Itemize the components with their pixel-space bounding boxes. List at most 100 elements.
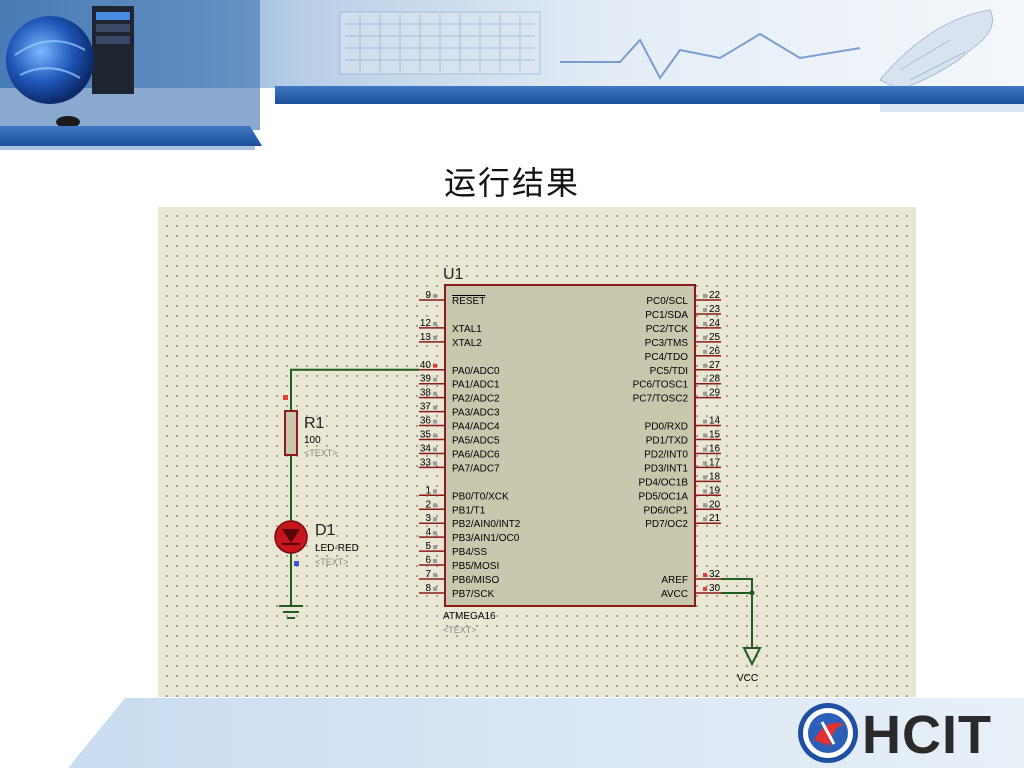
pin-label: PC6/TOSC1 <box>633 380 689 391</box>
pin-label: PC4/TDO <box>645 352 689 363</box>
pin-state-marker <box>433 573 437 577</box>
pin-state-marker <box>703 475 707 480</box>
pin-label: PD7/OC2 <box>645 519 688 530</box>
pin-state-marker <box>433 294 437 298</box>
pulse-line-icon <box>560 32 861 80</box>
vcc-arrow <box>742 647 762 667</box>
pin-label: PB3/AIN1/OC0 <box>452 533 520 544</box>
pin-number: 28 <box>709 374 721 385</box>
pin-state-marker <box>433 405 437 410</box>
pin-number: 4 <box>425 527 431 538</box>
led-arrow <box>282 529 300 543</box>
pin-state-marker <box>703 419 707 424</box>
pin-state-marker <box>703 586 707 591</box>
pin-number: 36 <box>420 416 432 427</box>
pin-state-marker <box>283 395 288 400</box>
pin-number: 26 <box>709 346 721 357</box>
pin-number: 14 <box>709 416 721 427</box>
pin-label: RESET <box>452 296 485 307</box>
pin-number: 12 <box>420 318 432 329</box>
pin-state-marker <box>433 377 437 382</box>
mcu-u1[interactable]: U1ATMEGA16<TEXT>9RESET12XTAL113XTAL240PA… <box>419 266 721 635</box>
pin-label: PC0/SCL <box>646 296 688 307</box>
pin-label: PD2/INT0 <box>644 449 688 460</box>
pin-state-marker <box>433 335 437 340</box>
pin-state-marker <box>433 321 437 326</box>
pin-label: PD6/ICP1 <box>644 505 689 516</box>
pin-number: 2 <box>425 499 431 510</box>
vcc-power-symbol[interactable]: VCC <box>737 647 762 684</box>
pin-state-marker <box>433 545 437 550</box>
pin-label: PA5/ADC5 <box>452 436 500 447</box>
pin-state-marker <box>433 363 437 368</box>
pin-state-marker <box>433 517 437 522</box>
pin-label: AREF <box>661 575 688 586</box>
pin-label: PB2/AIN0/INT2 <box>452 519 521 530</box>
pin-label: PB6/MISO <box>452 575 499 586</box>
pin-label: PD5/OC1A <box>639 491 689 502</box>
pin-state-marker <box>433 503 437 508</box>
pin-label: PB1/T1 <box>452 505 486 516</box>
pin-state-marker <box>703 391 707 396</box>
pin-label: PC1/SDA <box>645 310 688 321</box>
pin-number: 23 <box>709 304 721 315</box>
pin-label: PB0/T0/XCK <box>452 491 509 502</box>
logo-text: HCIT <box>862 705 992 765</box>
header-banner <box>0 0 1024 150</box>
pin-state-marker <box>703 349 707 354</box>
pin-number: 35 <box>420 430 432 441</box>
pin-state-marker <box>703 294 707 298</box>
pin-label: PC7/TOSC2 <box>633 394 689 405</box>
pin-label: PB5/MOSI <box>452 561 499 572</box>
pin-number: 21 <box>709 513 721 524</box>
resistor-body <box>284 410 298 456</box>
pin-state-marker <box>703 461 707 466</box>
pin-number: 15 <box>709 430 721 441</box>
pin-number: 19 <box>709 485 721 496</box>
pin-label: PB4/SS <box>452 547 487 558</box>
pin-number: 40 <box>420 360 432 371</box>
pin-state-marker <box>433 559 437 564</box>
pin-state-marker <box>703 489 707 494</box>
pin-number: 6 <box>425 555 431 566</box>
resistor-value-label: 100 <box>304 435 321 446</box>
footer-banner <box>68 698 1024 768</box>
pin-label: PB7/SCK <box>452 589 495 600</box>
wire-aref-to-vcc <box>721 578 753 648</box>
pin-state-marker <box>703 503 707 508</box>
pin-label: XTAL2 <box>452 338 482 349</box>
led-value-label: LED-RED <box>315 543 359 554</box>
pin-label: PA0/ADC0 <box>452 366 500 377</box>
hcit-logo-icon <box>798 703 858 763</box>
pin-number: 38 <box>420 388 432 399</box>
pin-label: PC5/TDI <box>650 366 688 377</box>
pin-label: PA6/ADC6 <box>452 449 500 460</box>
pin-state-marker <box>433 489 437 494</box>
mcu-part-label: ATMEGA16 <box>443 611 496 622</box>
pin-number: 24 <box>709 318 721 329</box>
pin-state-marker <box>433 586 437 591</box>
mcu-body <box>444 284 696 607</box>
resistor-text-label: <TEXT> <box>304 448 338 458</box>
pin-state-marker <box>433 391 437 396</box>
pin-state-marker <box>433 419 437 424</box>
pin-number: 27 <box>709 360 721 371</box>
pin-state-marker <box>294 561 299 566</box>
pin-state-marker <box>703 321 707 326</box>
ground-symbol <box>279 605 303 619</box>
tower-icon <box>92 6 134 94</box>
slide-title: 运行结果 <box>443 164 580 202</box>
pin-label: PA1/ADC1 <box>452 380 500 391</box>
pin-state-marker <box>433 433 437 438</box>
pin-label: AVCC <box>661 589 688 600</box>
pin-number: 8 <box>425 583 431 594</box>
schematic-canvas: U1ATMEGA16<TEXT>9RESET12XTAL113XTAL240PA… <box>274 266 762 684</box>
robot-hand-icon <box>879 9 993 91</box>
pin-label: PA4/ADC4 <box>452 422 500 433</box>
pin-label: PA7/ADC7 <box>452 463 500 474</box>
pin-label: PD1/TXD <box>646 436 688 447</box>
pin-number: 5 <box>425 541 431 552</box>
